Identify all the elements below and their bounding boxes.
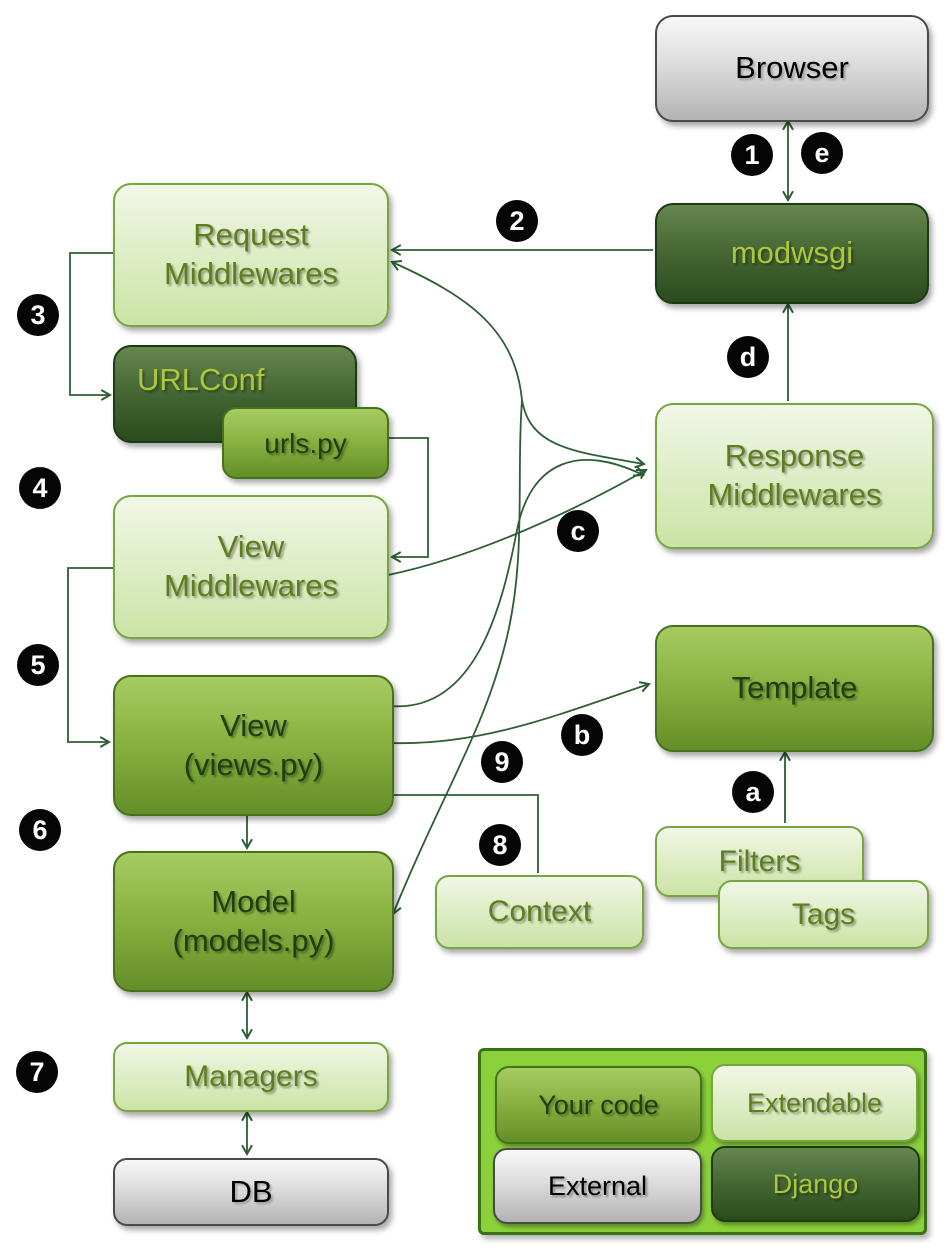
badge-step-b: b	[561, 714, 603, 756]
curve-requestmw-responsemw	[390, 260, 646, 469]
elbow-requestmw-urlconf	[69, 252, 113, 401]
node-response-middlewares: Response Middlewares	[655, 403, 934, 549]
badge-step-7: 7	[16, 1051, 58, 1093]
node-browser: Browser	[655, 15, 929, 122]
node-view: View (views.py)	[113, 675, 394, 816]
legend-external: External	[493, 1148, 702, 1224]
badge-step-a: a	[732, 771, 774, 813]
badge-step-c: c	[557, 510, 599, 552]
node-request-middlewares: Request Middlewares	[113, 183, 389, 327]
curve-view-responsemw	[389, 459, 645, 708]
badge-step-2: 2	[496, 200, 538, 242]
badge-step-3: 3	[17, 294, 59, 336]
curve-view-template	[389, 681, 651, 745]
legend-panel: Your code Extendable External Django	[478, 1048, 927, 1235]
node-modwsgi: modwsgi	[655, 203, 929, 304]
curve-viewmw-responsemw	[387, 468, 648, 576]
node-template: Template	[655, 625, 934, 752]
node-tags: Tags	[718, 880, 929, 949]
node-context: Context	[435, 875, 644, 949]
legend-extendable: Extendable	[711, 1064, 918, 1142]
node-urls-py: urls.py	[222, 407, 389, 479]
badge-step-e: e	[801, 132, 843, 174]
node-db: DB	[113, 1158, 389, 1226]
curve-nine-to-model	[390, 399, 523, 916]
elbow-context-view	[379, 789, 539, 873]
legend-your-code: Your code	[495, 1066, 702, 1144]
badge-step-d: d	[727, 336, 769, 378]
node-model: Model (models.py)	[113, 851, 394, 992]
badge-step-8: 8	[479, 824, 521, 866]
legend-django: Django	[711, 1146, 920, 1222]
badge-step-9: 9	[481, 741, 523, 783]
node-view-middlewares: View Middlewares	[113, 495, 389, 639]
badge-step-6: 6	[19, 809, 61, 851]
node-managers: Managers	[113, 1042, 389, 1112]
badge-step-1: 1	[731, 134, 773, 176]
badge-step-5: 5	[17, 644, 59, 686]
badge-step-4: 4	[19, 467, 61, 509]
elbow-viewmw-view	[67, 567, 113, 748]
elbow-urlspy-viewmw	[387, 437, 429, 563]
